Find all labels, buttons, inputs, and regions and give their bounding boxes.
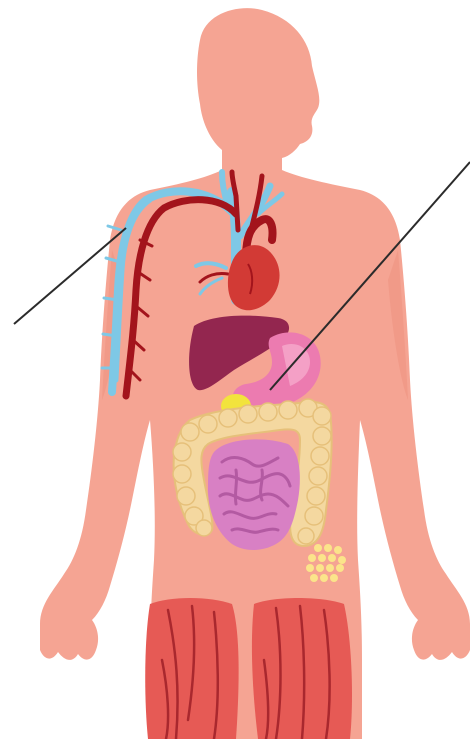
muscle-left-thigh [145,598,238,739]
small-intestine [208,439,300,550]
vein-branch [103,334,117,336]
head [197,8,319,180]
vein-branch [104,298,118,300]
